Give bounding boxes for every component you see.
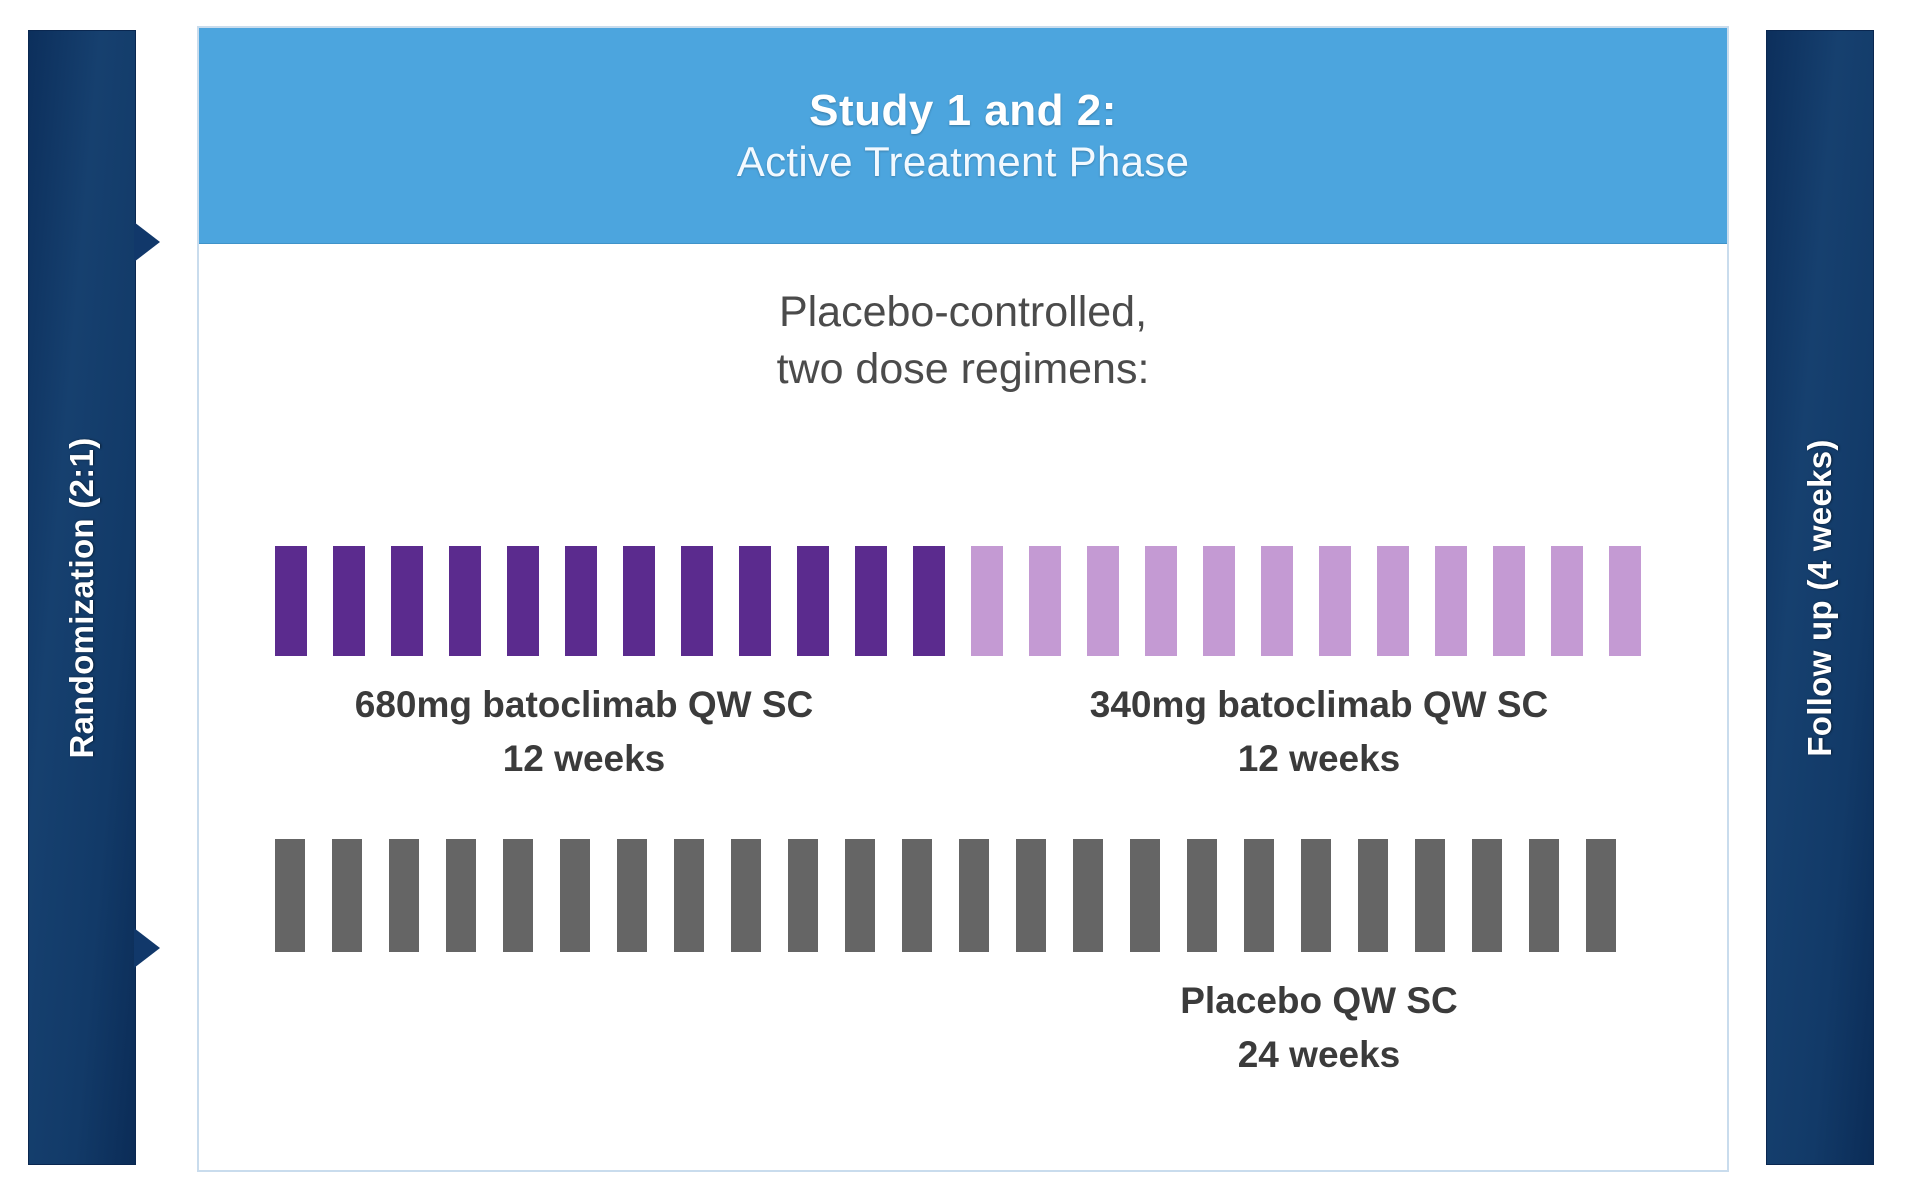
arm-label-placebo-regimen: Placebo QW SC [1180, 980, 1458, 1021]
randomization-phase-bar: Randomization (2:1) [28, 30, 136, 1165]
study-description-line-1: Placebo-controlled, [778, 288, 1148, 336]
dose-bar-placebo [1415, 839, 1445, 952]
dose-bar-high [565, 546, 597, 656]
dose-bar-high [275, 546, 307, 656]
panel-body: Placebo-controlled, two dose regimens: 6… [199, 244, 1727, 1174]
study-description: Placebo-controlled, two dose regimens: [199, 284, 1727, 398]
randomization-arrow-top-icon [134, 222, 160, 262]
arm-label-high-dose-regimen: 680mg batoclimab QW SC [354, 684, 814, 725]
dose-bar-low [971, 546, 1003, 656]
dose-bar-high [507, 546, 539, 656]
arm-label-placebo: Placebo QW SC 24 weeks [969, 974, 1669, 1081]
dose-bar-high [391, 546, 423, 656]
dose-bar-placebo [560, 839, 590, 952]
dose-bar-high [681, 546, 713, 656]
panel-header: Study 1 and 2: Active Treatment Phase [199, 28, 1727, 244]
dose-bar-low [1087, 546, 1119, 656]
dose-bar-low [1319, 546, 1351, 656]
dose-bar-low [1145, 546, 1177, 656]
dose-bar-placebo [902, 839, 932, 952]
dose-bar-low [1377, 546, 1409, 656]
dose-bar-placebo [1016, 839, 1046, 952]
dose-bar-low [1029, 546, 1061, 656]
dose-bar-low [1493, 546, 1525, 656]
followup-label: Follow up (4 weeks) [1801, 438, 1838, 757]
dose-bar-high [855, 546, 887, 656]
dose-bar-placebo [1472, 839, 1502, 952]
arm-label-low-dose-regimen: 340mg batoclimab QW SC [1089, 684, 1549, 725]
dose-bar-high [333, 546, 365, 656]
dose-bar-high [449, 546, 481, 656]
dose-bar-placebo [1244, 839, 1274, 952]
randomization-label: Randomization (2:1) [63, 436, 100, 759]
randomization-arrow-bottom-icon [134, 928, 160, 968]
dose-bar-placebo [1073, 839, 1103, 952]
active-treatment-dose-bars [275, 546, 1641, 656]
dose-bar-high [623, 546, 655, 656]
arm-label-high-dose-duration: 12 weeks [502, 737, 666, 779]
dose-bar-low [1203, 546, 1235, 656]
dose-bar-placebo [389, 839, 419, 952]
dose-bar-placebo [731, 839, 761, 952]
active-treatment-panel: Study 1 and 2: Active Treatment Phase Pl… [197, 26, 1729, 1172]
dose-bar-placebo [446, 839, 476, 952]
dose-bar-low [1261, 546, 1293, 656]
dose-bar-high [739, 546, 771, 656]
dose-bar-placebo [617, 839, 647, 952]
dose-bar-placebo [959, 839, 989, 952]
arm-label-placebo-duration: 24 weeks [1237, 1033, 1401, 1075]
arm-label-high-dose: 680mg batoclimab QW SC 12 weeks [239, 678, 929, 785]
arm-label-low-dose: 340mg batoclimab QW SC 12 weeks [969, 678, 1669, 785]
panel-header-subtitle: Active Treatment Phase [736, 137, 1190, 185]
dose-bar-placebo [332, 839, 362, 952]
dose-bar-placebo [275, 839, 305, 952]
dose-bar-placebo [1529, 839, 1559, 952]
dose-bar-placebo [503, 839, 533, 952]
dose-bar-low [1435, 546, 1467, 656]
dose-bar-low [1609, 546, 1641, 656]
dose-bar-placebo [1301, 839, 1331, 952]
dose-bar-placebo [1358, 839, 1388, 952]
dose-bar-high [913, 546, 945, 656]
dose-bar-placebo [1187, 839, 1217, 952]
dose-bar-placebo [845, 839, 875, 952]
dose-bar-placebo [788, 839, 818, 952]
dose-bar-placebo [1586, 839, 1616, 952]
followup-phase-bar: Follow up (4 weeks) [1766, 30, 1874, 1165]
dose-bar-placebo [1130, 839, 1160, 952]
arm-label-low-dose-duration: 12 weeks [1237, 737, 1401, 779]
dose-bar-placebo [674, 839, 704, 952]
dose-bar-low [1551, 546, 1583, 656]
dose-bar-high [797, 546, 829, 656]
panel-header-title: Study 1 and 2: [809, 85, 1117, 135]
study-description-line-2: two dose regimens: [776, 344, 1150, 393]
placebo-dose-bars [275, 839, 1616, 952]
